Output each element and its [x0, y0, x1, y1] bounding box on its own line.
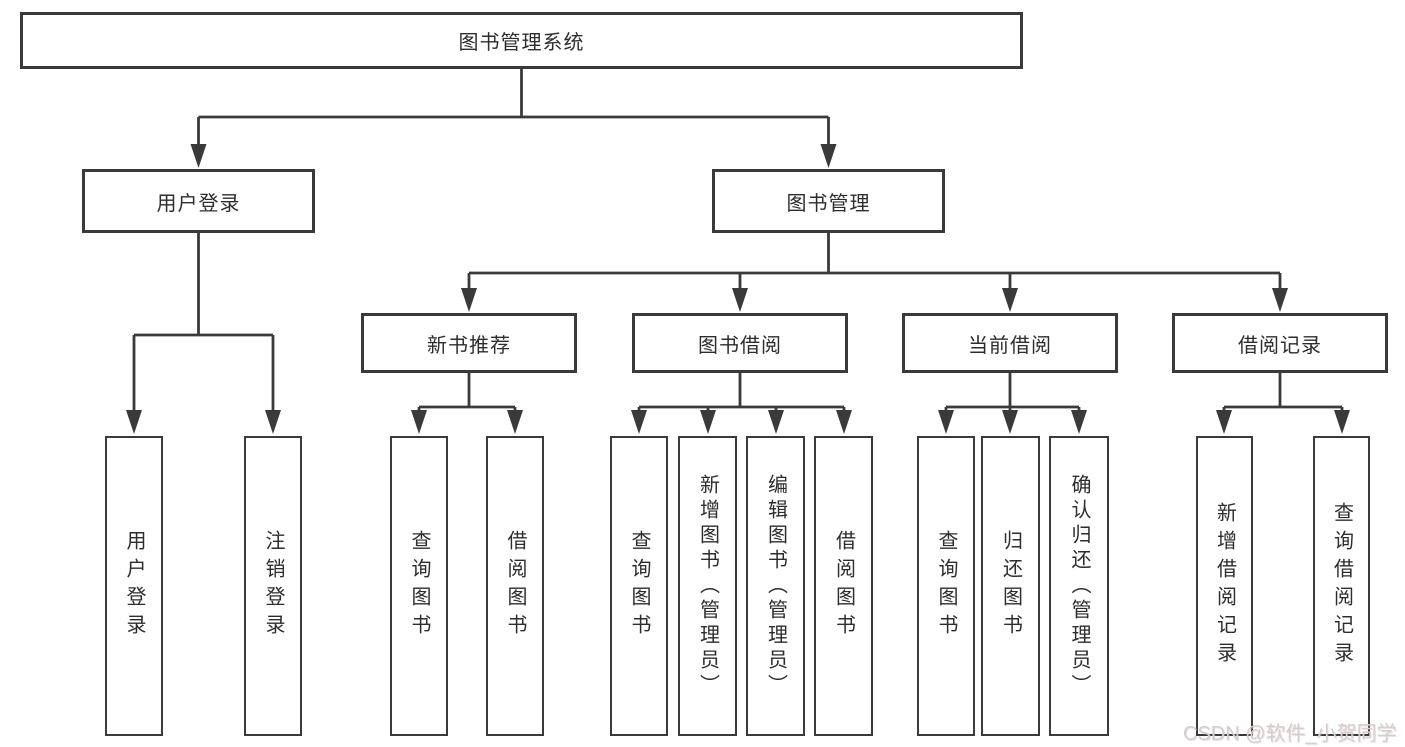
leaf-query-book-3: 查询图书 — [917, 436, 975, 736]
node-label: 借阅记录 — [1238, 334, 1322, 357]
node-root: 图书管理系统 — [20, 12, 1023, 69]
leaf-return-book: 归还图书 — [981, 436, 1040, 736]
node-new-book-recommend: 新书推荐 — [361, 313, 577, 373]
leaf-add-book-admin: 新增图书（管理员） — [678, 436, 737, 736]
node-label: 图书借阅 — [698, 334, 782, 357]
node-label: 确认归还（管理员） — [1068, 473, 1090, 699]
leaf-borrow-book-2: 借阅图书 — [814, 436, 873, 736]
node-label: 归还图书 — [999, 530, 1022, 642]
node-label: 新书推荐 — [427, 334, 511, 357]
node-borrow-records: 借阅记录 — [1172, 313, 1388, 373]
node-label: 用户登录 — [156, 192, 241, 215]
node-user-login: 用户登录 — [82, 169, 315, 233]
node-label: 新增图书（管理员） — [696, 473, 719, 699]
node-label: 当前借阅 — [968, 334, 1052, 357]
leaf-query-book-2: 查询图书 — [610, 436, 668, 736]
leaf-query-book-1: 查询图书 — [390, 436, 448, 736]
node-label: 编辑图书（管理员） — [764, 473, 787, 699]
node-label: 查询图书 — [935, 530, 957, 642]
node-label: 图书管理 — [786, 192, 871, 215]
leaf-edit-book-admin: 编辑图书（管理员） — [746, 436, 805, 736]
node-label: 注销登录 — [262, 530, 284, 642]
node-root-label: 图书管理系统 — [458, 32, 585, 54]
leaf-confirm-return-admin: 确认归还（管理员） — [1049, 436, 1109, 736]
node-book-management: 图书管理 — [712, 169, 945, 233]
node-label: 查询图书 — [408, 530, 430, 642]
leaf-logout: 注销登录 — [244, 436, 302, 736]
leaf-add-borrow-record: 新增借阅记录 — [1196, 436, 1253, 736]
leaf-user-login: 用户登录 — [105, 436, 163, 736]
leaf-query-borrow-record: 查询借阅记录 — [1313, 436, 1370, 736]
node-label: 查询借阅记录 — [1330, 502, 1353, 670]
node-label: 用户登录 — [123, 530, 145, 642]
node-label: 查询图书 — [628, 530, 650, 642]
node-label: 借阅图书 — [832, 530, 855, 642]
node-current-borrow: 当前借阅 — [902, 313, 1118, 373]
leaf-borrow-book-1: 借阅图书 — [486, 436, 544, 736]
node-label: 新增借阅记录 — [1213, 502, 1236, 670]
node-label: 借阅图书 — [504, 530, 526, 642]
csdn-watermark: CSDN @软件_小贺同学 — [1183, 723, 1397, 745]
node-book-borrow: 图书借阅 — [632, 313, 848, 373]
